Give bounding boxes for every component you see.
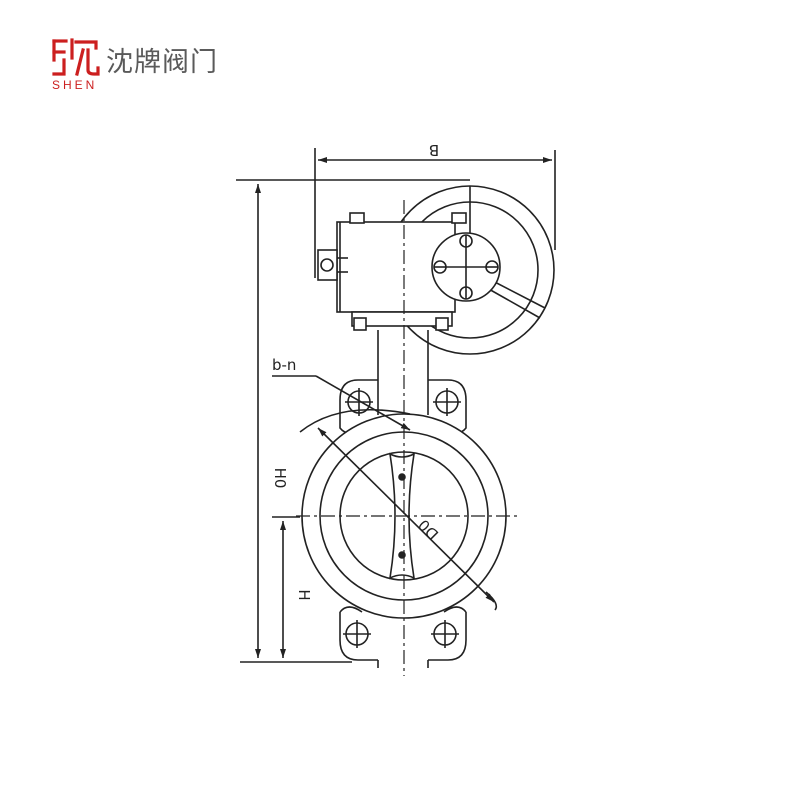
valve-neck [377,330,429,415]
label-b-n: b-n [272,356,296,374]
dimension-d0 [299,408,498,611]
dimension-h0 [236,179,470,663]
label-h0: H0 [271,468,289,489]
brand-logo: 沈牌阀门 SHEN [50,38,220,98]
brand-sub: SHEN [52,78,98,92]
label-b: B [429,141,439,159]
dimension-h [272,516,300,658]
label-h: H [295,589,313,600]
bolt-callout [272,375,411,431]
brand-name: 沈牌阀门 [106,47,218,78]
dimension-b [314,148,556,278]
brand-logo-mark [52,38,100,76]
lower-lugs [339,606,467,668]
indicator-plate [431,232,501,302]
